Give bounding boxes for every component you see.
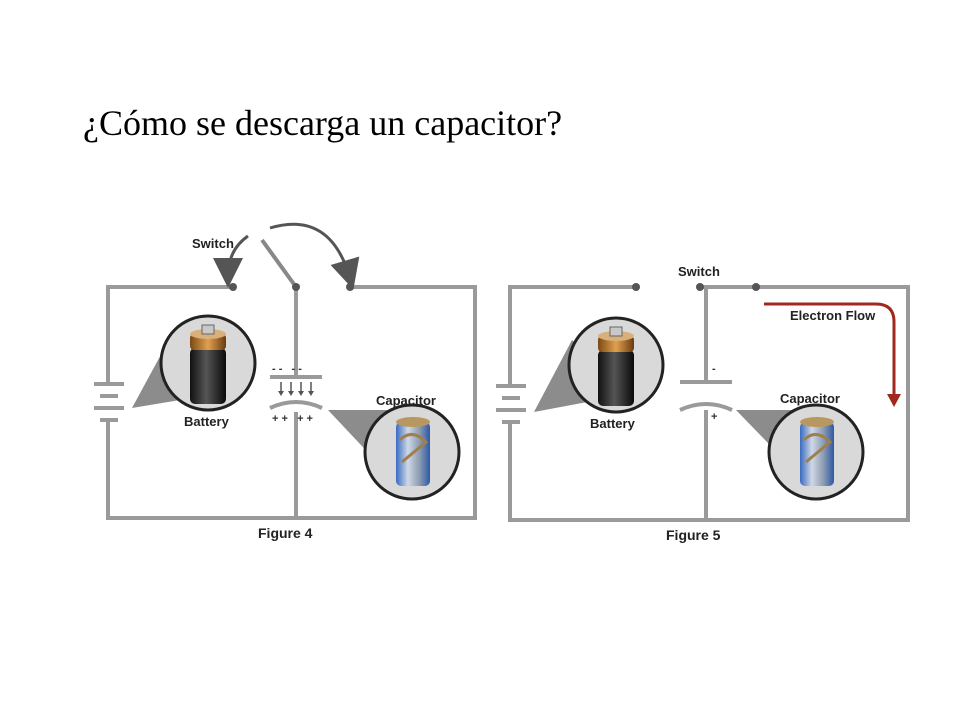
battery-cell-icon [598, 350, 634, 406]
figure-4-switch-label: Switch [192, 236, 234, 251]
figure-5-battery-symbol [496, 384, 526, 424]
electron-flow-arrow [764, 302, 901, 407]
figure-5-wires [508, 285, 910, 522]
figure-5-switch [632, 283, 760, 291]
figure-5-switch-label: Switch [678, 264, 720, 279]
figure-5: Switch - + Electron Flow Battery [496, 264, 910, 543]
figure-5-capacitor-symbol [679, 380, 733, 412]
figure-4-top-plate-signs: - - - - [272, 363, 302, 375]
figure-5-top-plate-sign: - [712, 363, 716, 375]
figure-4-capacitor-callout [328, 403, 461, 501]
figure-4-battery-callout [132, 314, 257, 412]
figure-4-capacitor-label: Capacitor [376, 393, 436, 408]
figure-4: Switch - - - - + + + + Battery [94, 222, 477, 541]
figure-4-battery-label: Battery [184, 414, 230, 429]
figure-4-bottom-plate-signs: + + + + [272, 413, 313, 425]
figure-4-battery-symbol [94, 382, 124, 422]
figure-5-battery-callout [534, 316, 665, 414]
figure-4-switch [213, 222, 360, 291]
electron-flow-label: Electron Flow [790, 308, 876, 323]
figure-5-label: Figure 5 [666, 527, 721, 543]
slide-title: ¿Cómo se descarga un capacitor? [83, 103, 563, 143]
figure-5-capacitor-label: Capacitor [780, 391, 840, 406]
figure-4-label: Figure 4 [258, 525, 313, 541]
figure-5-bottom-plate-sign: + [711, 411, 717, 423]
figure-5-capacitor-callout [736, 403, 865, 501]
figure-4-wires [106, 285, 477, 520]
figure-4-capacitor-symbol [269, 375, 323, 410]
figure-5-battery-label: Battery [590, 416, 636, 431]
battery-cell-icon [190, 348, 226, 404]
